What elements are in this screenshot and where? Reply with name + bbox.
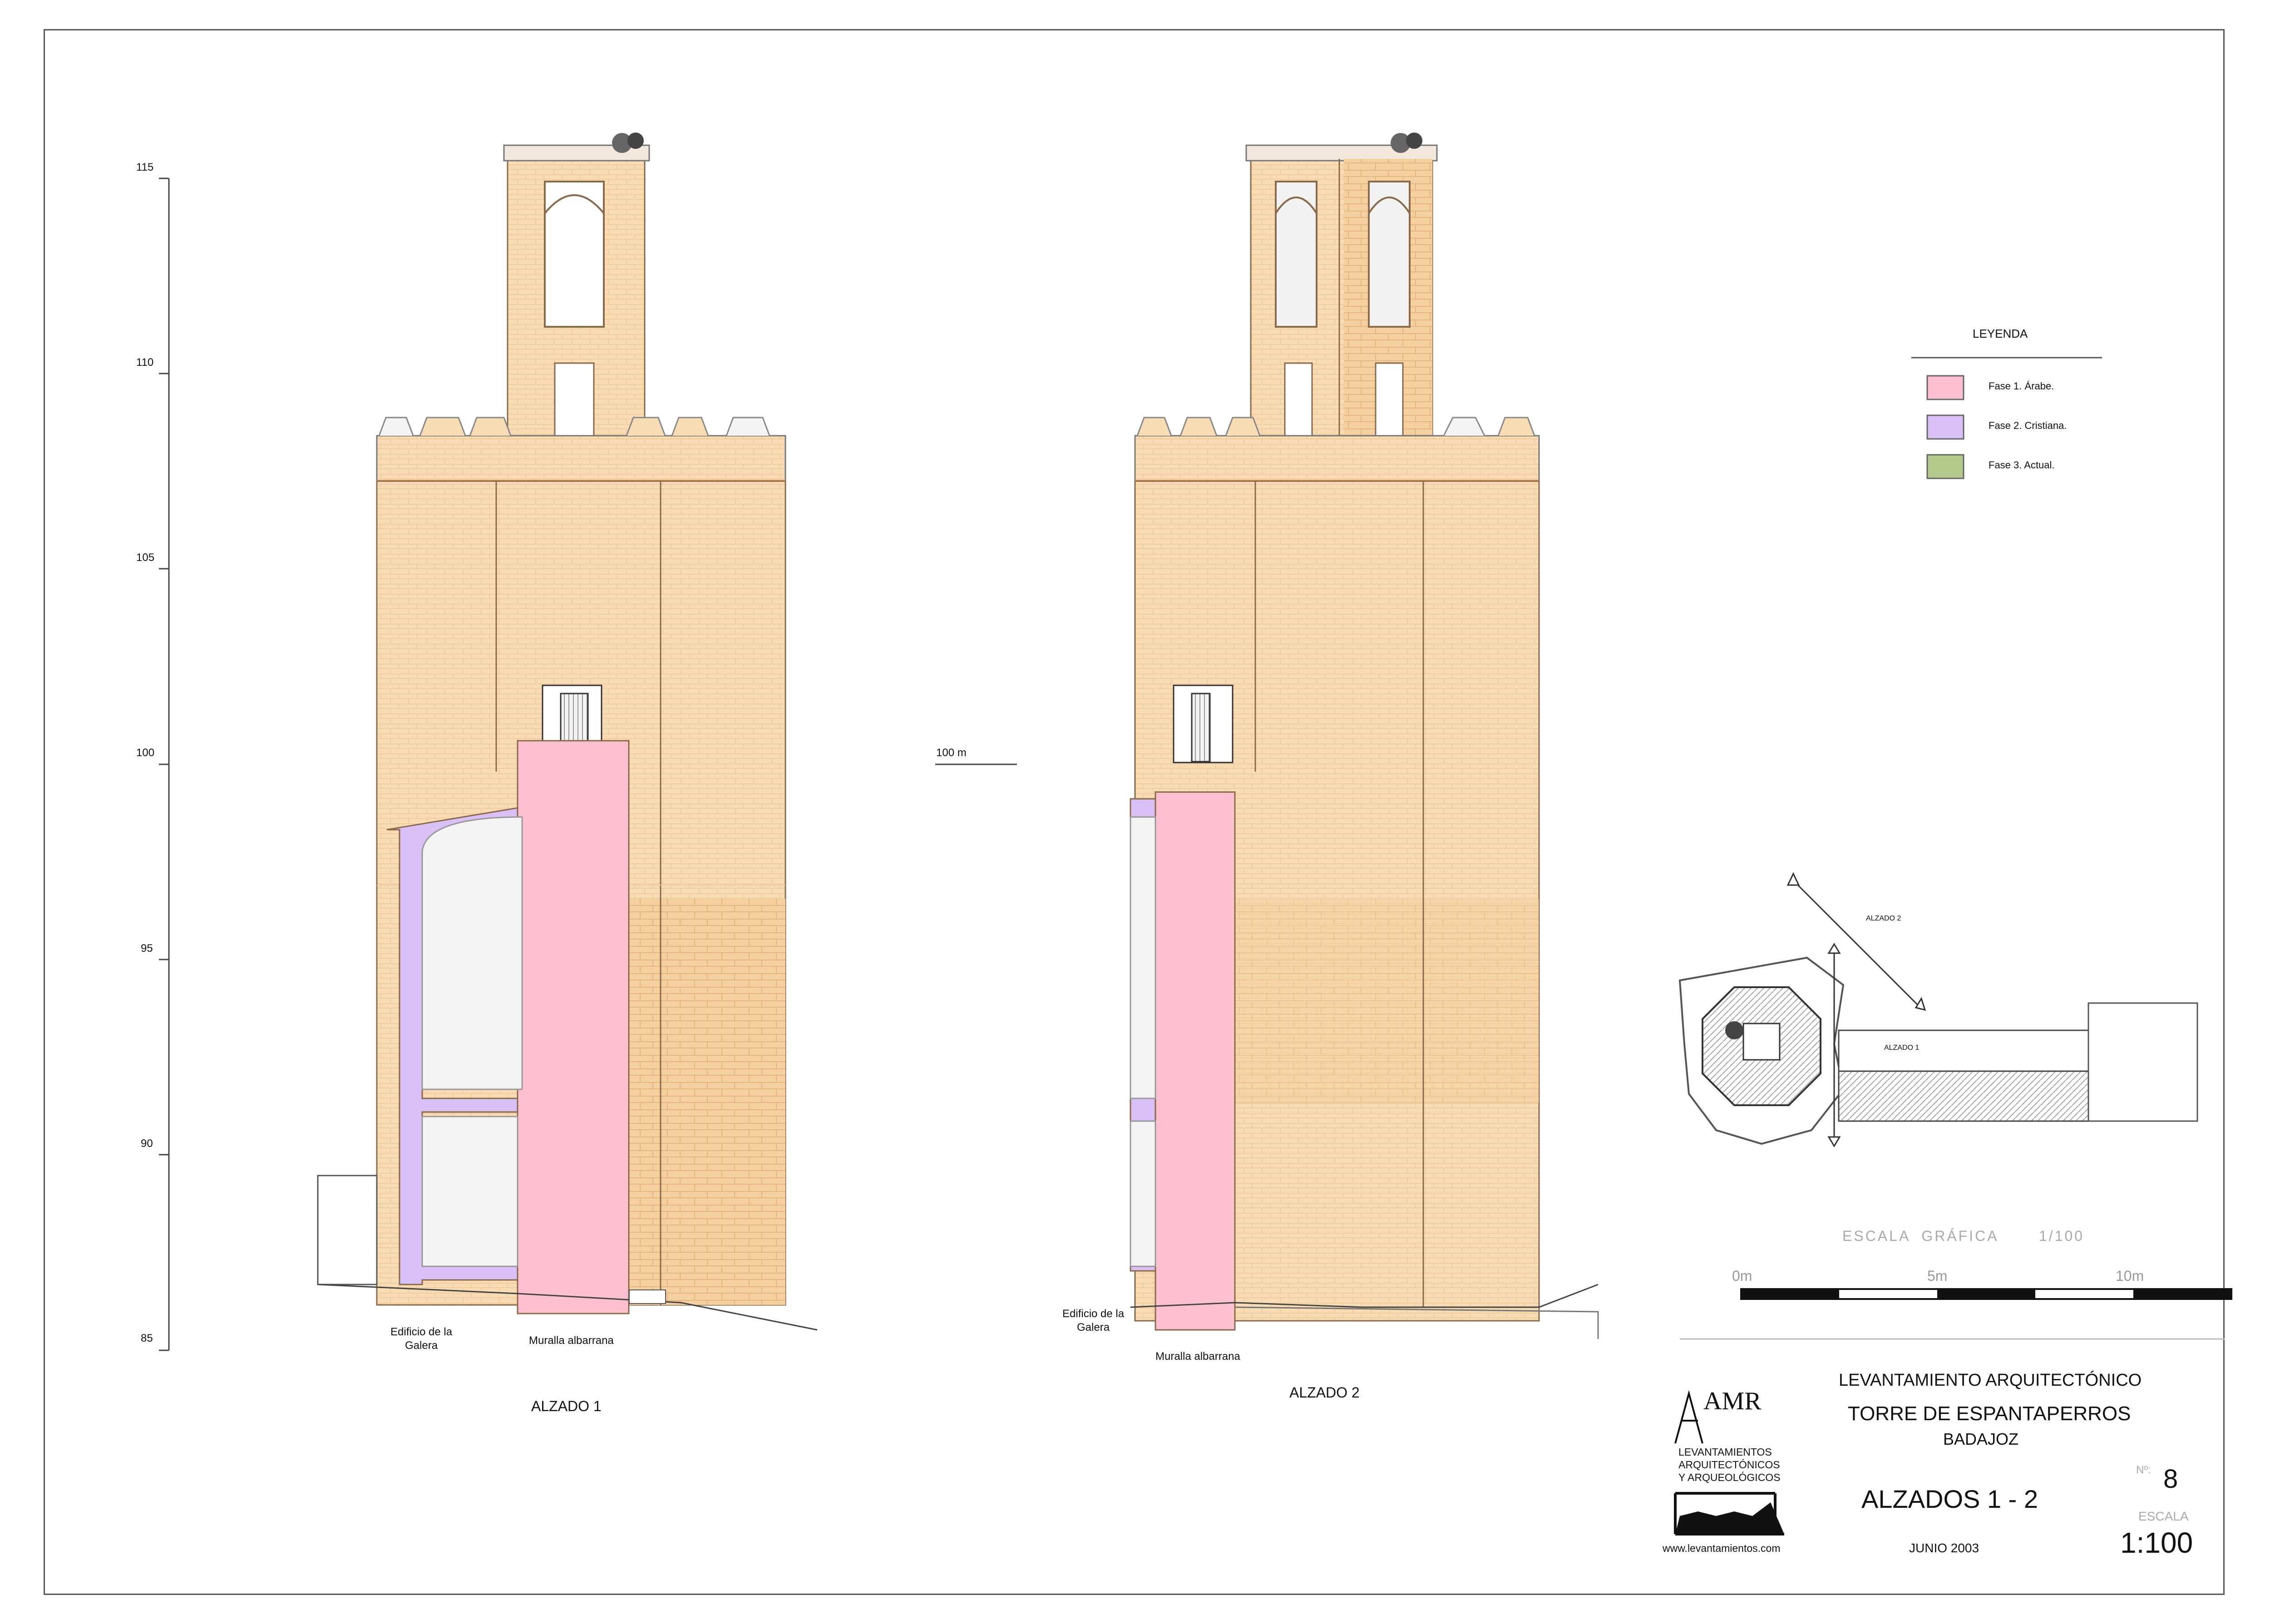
scale-value: 1:100	[2120, 1526, 2193, 1559]
elevation-tick-90: 90	[141, 1137, 153, 1150]
project-type: LEVANTAMIENTO ARQUITECTÓNICO	[1839, 1371, 2142, 1390]
scale-label: ESCALA	[2138, 1509, 2189, 1523]
elevation-tick-115: 115	[136, 161, 154, 173]
legend-label-phase3: Fase 3. Actual.	[1989, 459, 2055, 471]
sheet-number-label: Nº:	[2136, 1464, 2151, 1476]
company-name: LEVANTAMIENTOS ARQUITECTÓNICOS Y ARQUEOL…	[1678, 1446, 1781, 1483]
legend-swatch-phase2	[1926, 414, 1964, 440]
graphic-scale-title: ESCALA GRÁFICA 1/100	[1842, 1228, 2085, 1244]
legend-swatch-phase3	[1926, 454, 1964, 479]
legend-label-phase1: Fase 1. Árabe.	[1989, 380, 2054, 392]
company-website: www.levantamientos.com	[1663, 1542, 1781, 1554]
legend-label-phase2: Fase 2. Cristiana.	[1989, 420, 2067, 431]
elevation-tick-105: 105	[136, 551, 155, 564]
graphic-scale-tick-5: 5m	[1927, 1268, 1948, 1284]
elevation-2-drawing	[1130, 133, 1599, 1339]
graphic-scale-tick-0: 0m	[1732, 1268, 1752, 1284]
sheet-title: ALZADOS 1 - 2	[1861, 1485, 2038, 1513]
alzado1-title: ALZADO 1	[531, 1398, 602, 1414]
company-logo	[1674, 1390, 1784, 1535]
alzado2-title: ALZADO 2	[1289, 1384, 1360, 1401]
logo-letters: AMR	[1703, 1387, 1762, 1415]
alzado1-label-edificio: Edificio de la Galera	[390, 1326, 453, 1352]
site-plan	[1678, 872, 2198, 1147]
sheet-frame	[44, 29, 2225, 1595]
sheet-number: 8	[2163, 1464, 2178, 1494]
legend-panel	[1911, 357, 2102, 479]
legend-swatch-phase1	[1926, 375, 1964, 400]
plan-label-alzado2: ALZADO 2	[1866, 915, 1901, 922]
sheet-date: JUNIO 2003	[1909, 1541, 1979, 1555]
elevation-tick-110: 110	[136, 356, 154, 369]
elevation-scale	[159, 177, 1017, 1351]
plan-label-alzado1: ALZADO 1	[1884, 1044, 1920, 1052]
city-name: BADAJOZ	[1943, 1430, 2019, 1448]
elevation-tick-100: 100	[136, 747, 155, 759]
legend-title: LEYENDA	[1973, 327, 2028, 340]
alzado1-label-muralla: Muralla albarrana	[529, 1334, 614, 1347]
graphic-scale-bar	[1680, 1288, 2232, 1340]
graphic-scale-tick-10: 10m	[2116, 1268, 2144, 1284]
elevation-reference-label: 100 m	[936, 747, 967, 759]
alzado2-label-edificio: Edificio de la Galera	[1062, 1308, 1125, 1334]
alzado2-label-muralla: Muralla albarrana	[1155, 1350, 1240, 1363]
elevation-tick-85: 85	[141, 1332, 153, 1344]
building-name: TORRE DE ESPANTAPERROS	[1848, 1403, 2131, 1425]
elevation-tick-95: 95	[141, 942, 153, 955]
elevation-1-drawing	[317, 133, 818, 1331]
